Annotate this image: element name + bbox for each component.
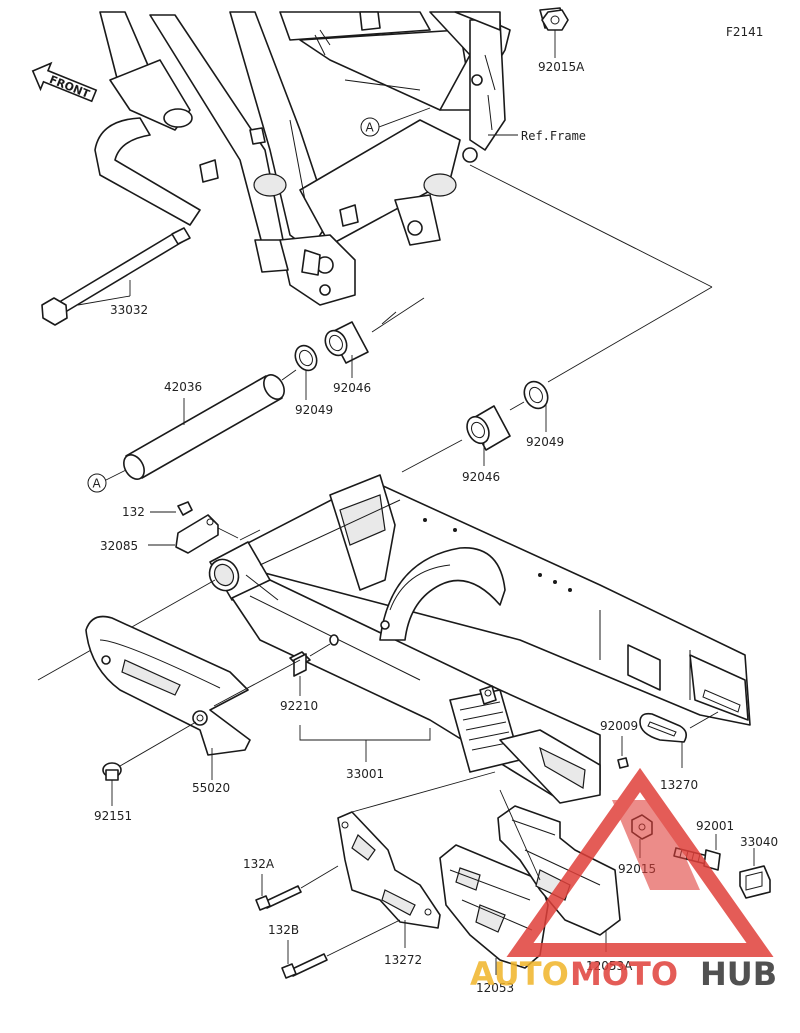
label-33040: 33040	[740, 835, 778, 849]
bolt-132A: 132A	[243, 857, 339, 911]
bolt-132B: 132B	[268, 919, 401, 979]
label-92015A: 92015A	[538, 60, 585, 74]
label-55020: 55020	[192, 781, 230, 795]
label-92001: 92001	[696, 819, 734, 833]
chain-cover-55020: 55020	[85, 615, 301, 795]
bolt-92151: 92151	[94, 721, 197, 823]
svg-text:HUB: HUB	[700, 955, 777, 993]
watermark-logo	[506, 767, 774, 957]
front-label: FRONT	[48, 73, 92, 101]
label-32085: 32085	[100, 539, 138, 553]
seal-92049-right: 92049	[523, 380, 564, 449]
front-arrow-icon: FRONT	[31, 61, 98, 103]
svg-text:A: A	[366, 121, 375, 135]
label-92009: 92009	[600, 719, 638, 733]
callout-a-frame: A	[360, 107, 431, 137]
label-42036: 42036	[164, 380, 202, 394]
label-92151: 92151	[94, 809, 132, 823]
label-12053: 12053	[476, 981, 514, 995]
label-92046-upper: 92046	[333, 381, 371, 395]
svg-text:MOTO: MOTO	[570, 955, 678, 993]
label-92049-right: 92049	[526, 435, 564, 449]
swingarm-33001	[208, 474, 751, 804]
nut-92015A: 92015A	[538, 9, 585, 74]
chain-guide-32085: 32085	[100, 514, 239, 554]
svg-text:A: A	[93, 477, 102, 491]
label-92049-upper: 92049	[295, 403, 333, 417]
pivot-shaft-33032: 33032	[41, 227, 191, 326]
label-132A: 132A	[243, 857, 275, 871]
seal-92049-upper: 92049	[294, 344, 333, 417]
callout-a-collar: A	[87, 469, 127, 493]
bearing-92046-right: 92046	[462, 405, 511, 484]
ref-frame-label: Ref.Frame	[521, 129, 586, 143]
bolt-92210: 92210	[280, 634, 339, 713]
label-132B: 132B	[268, 923, 299, 937]
label-13272: 13272	[384, 953, 422, 967]
bolt-132: 132	[122, 501, 193, 519]
label-92210: 92210	[280, 699, 318, 713]
svg-text:AUTO: AUTO	[470, 955, 569, 993]
plate-13270: 13270	[639, 711, 719, 792]
label-13270: 13270	[660, 778, 698, 792]
guard-13272: 13272	[337, 771, 496, 967]
label-33001: 33001	[346, 767, 384, 781]
bearing-92046-upper: 92046	[324, 321, 371, 395]
label-132: 132	[122, 505, 145, 519]
screw-92009: 92009	[600, 719, 638, 769]
plate-33040: 33040	[739, 835, 778, 899]
watermark-brand-text: AUTO MOTO HUB	[470, 955, 777, 993]
label-92046-right: 92046	[462, 470, 500, 484]
label-12053A: 12053A	[586, 959, 633, 973]
diagram-id: F2141	[726, 25, 763, 39]
collar-42036: 42036	[123, 369, 297, 480]
frame-drawing	[94, 7, 566, 306]
label-33032: 33032	[110, 303, 148, 317]
